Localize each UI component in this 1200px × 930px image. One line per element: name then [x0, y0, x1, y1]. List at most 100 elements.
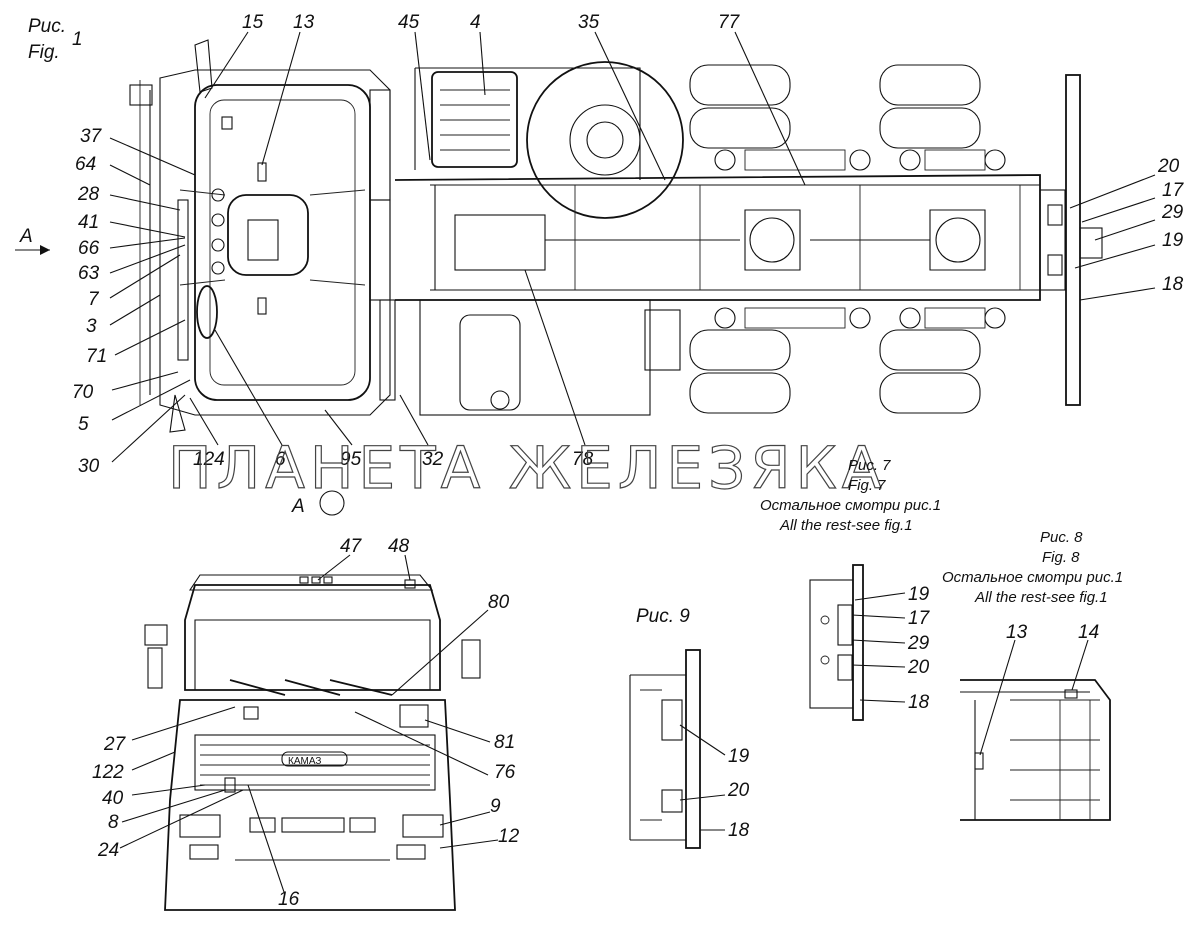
- roof-marker-bar: [188, 574, 434, 591]
- fig7-note-ru: Остальное смотри рис.1: [760, 497, 941, 514]
- fig8-callout-14: 14: [1078, 622, 1099, 643]
- front-view: КАМАЗ: [144, 574, 481, 911]
- fig1-leaders: [15, 31, 1156, 463]
- fig9-callout-20: 20: [727, 780, 750, 801]
- marker-13: [257, 162, 267, 182]
- callout-13: 13: [293, 12, 315, 33]
- cab-body: [164, 699, 456, 911]
- fig7-caption-ru: Рис. 7: [848, 457, 891, 474]
- callout-78: 78: [572, 449, 594, 470]
- callout-66: 66: [78, 238, 100, 259]
- front-view-callouts: 47 48 80 27 122 40 8 24 16 81 76 9 12: [92, 536, 520, 910]
- fig7-callout-19: 19: [908, 584, 930, 605]
- callout-45: 45: [398, 12, 420, 33]
- transfer-case: [454, 214, 546, 271]
- fig7-bumper: [852, 564, 864, 721]
- cab-outline: [159, 69, 391, 416]
- fig7-note-en: All the rest-see fig.1: [779, 517, 913, 534]
- callout-37: 37: [80, 126, 103, 147]
- callout-5: 5: [78, 414, 89, 435]
- fig8-caption-en: Fig. 8: [1042, 549, 1080, 566]
- callout-3: 3: [86, 316, 97, 337]
- cab-front: [184, 584, 441, 691]
- callout-9: 9: [490, 796, 501, 817]
- roof-hatch: [227, 194, 309, 276]
- callout-40: 40: [102, 788, 124, 809]
- callout-122: 122: [92, 762, 124, 783]
- fig8-cab-outline: [960, 679, 1111, 821]
- fig8-note-ru: Остальное смотри рис.1: [942, 569, 1123, 586]
- callout-6: 6: [275, 449, 286, 470]
- callout-12: 12: [498, 826, 520, 847]
- callout-32: 32: [422, 449, 444, 470]
- grille: [194, 734, 436, 791]
- rear-wheels-lower: [689, 307, 1006, 414]
- callout-19: 19: [1162, 230, 1184, 251]
- wipers: [229, 679, 393, 696]
- fuel-tank: [419, 299, 651, 416]
- callout-35: 35: [578, 12, 600, 33]
- frame: [394, 174, 1041, 301]
- fig8-callout-13: 13: [1006, 622, 1028, 643]
- callout-18: 18: [1162, 274, 1184, 295]
- fig9-callout-19: 19: [728, 746, 750, 767]
- fig7-callout-17: 17: [908, 608, 931, 629]
- callout-8: 8: [108, 812, 119, 833]
- mirror-left-front: [147, 647, 163, 689]
- rear-axle-2: [929, 209, 986, 271]
- steering-wheel: [196, 285, 218, 339]
- callout-48: 48: [388, 536, 410, 557]
- fig1-top-view: [129, 39, 1103, 433]
- fig8-marker-13: [974, 752, 984, 770]
- callout-124: 124: [193, 449, 225, 470]
- headlight-right: [402, 814, 444, 838]
- callout-70: 70: [72, 382, 94, 403]
- mirror-left: [169, 394, 186, 433]
- callout-17: 17: [1162, 180, 1185, 201]
- callout-15: 15: [242, 12, 264, 33]
- fig9-bumper: [685, 649, 701, 849]
- fig7-callout-29: 29: [907, 633, 930, 654]
- fig9-callout-18: 18: [728, 820, 750, 841]
- windshield: [194, 619, 431, 691]
- callout-4: 4: [470, 12, 481, 33]
- view-a-circle: [319, 490, 345, 516]
- view-a-label: А: [291, 496, 305, 517]
- fig9-caption: Рис. 9: [636, 606, 690, 627]
- spare-wheel: [526, 61, 684, 219]
- callout-20: 20: [1157, 156, 1180, 177]
- battery-box: [431, 71, 518, 168]
- fig1-caption-num: 1: [72, 29, 83, 50]
- rear-bumper: [1065, 74, 1081, 406]
- fig8-note-en: All the rest-see fig.1: [974, 589, 1108, 606]
- fig7-callout-18: 18: [908, 692, 930, 713]
- front-view-leaders: [119, 554, 499, 896]
- callout-76: 76: [494, 762, 516, 783]
- mirror-right: [194, 39, 213, 93]
- callout-80: 80: [488, 592, 510, 613]
- callout-16: 16: [278, 889, 300, 910]
- callout-29: 29: [1161, 202, 1184, 223]
- callout-77: 77: [718, 12, 741, 33]
- rear-axle-1: [744, 209, 801, 271]
- watermark: ПЛАНЕТА ЖЕЛЕЗЯКА: [168, 434, 886, 502]
- callout-41: 41: [78, 212, 99, 233]
- callout-81: 81: [494, 732, 515, 753]
- callout-24: 24: [97, 840, 119, 861]
- fig9-rear-detail: 19 20 18: [629, 649, 750, 849]
- fig1-callouts: 15 13 45 4 35 77 37 64 28 41 66 63 7 3 7…: [72, 12, 1185, 477]
- callout-63: 63: [78, 263, 100, 284]
- fig7-callout-20: 20: [907, 657, 930, 678]
- callout-47: 47: [340, 536, 363, 557]
- headlight-left: [179, 814, 221, 838]
- cab-roof: [194, 84, 371, 401]
- fig7-rear-detail: 19 17 29 20 18: [809, 564, 931, 721]
- callout-28: 28: [77, 184, 100, 205]
- callout-30: 30: [78, 456, 100, 477]
- callout-95: 95: [340, 449, 362, 470]
- callout-7: 7: [88, 289, 100, 310]
- view-a-arrow-label: А: [19, 226, 33, 247]
- callout-64: 64: [75, 154, 96, 175]
- fig9-lamp-19: [661, 699, 683, 741]
